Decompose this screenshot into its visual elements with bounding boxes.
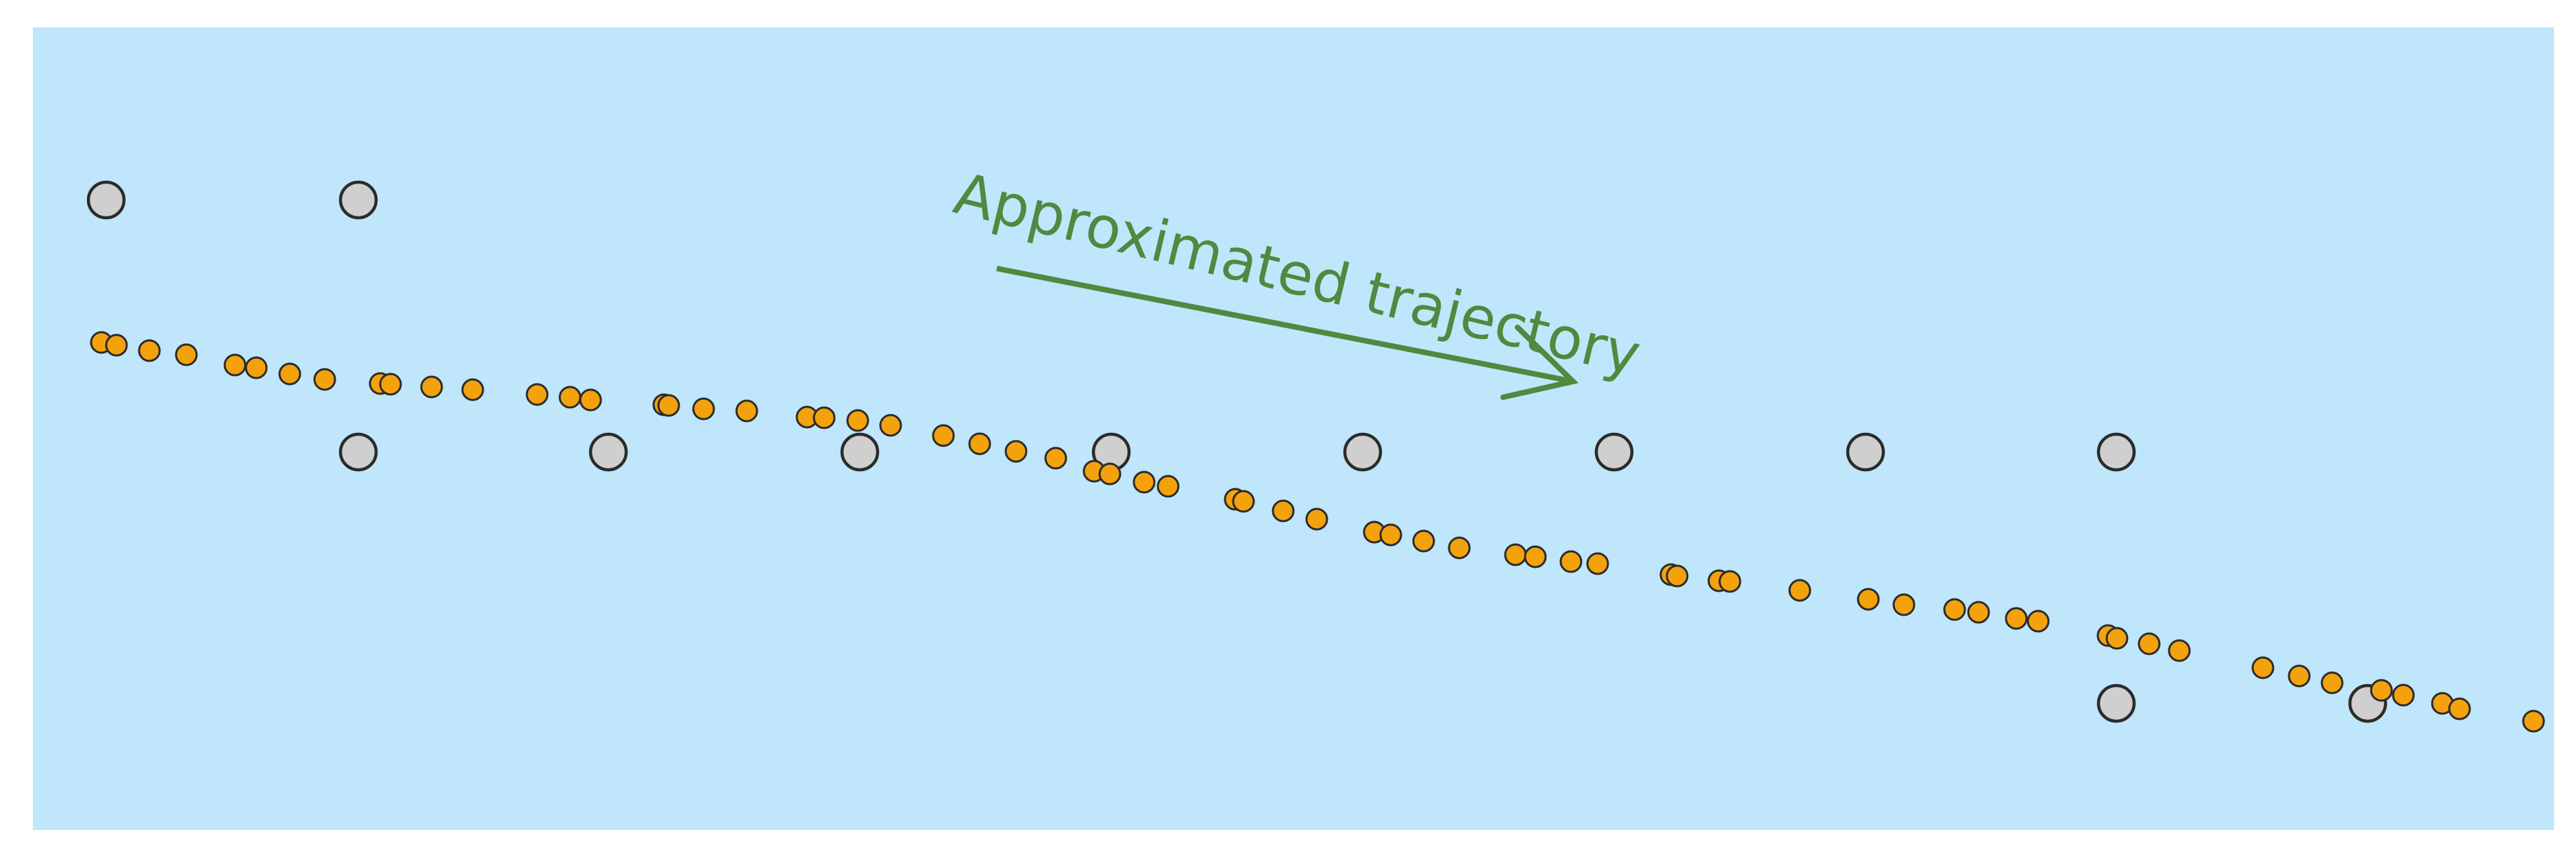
trajectory-point bbox=[420, 375, 443, 399]
grid-point bbox=[1343, 432, 1383, 472]
trajectory-point bbox=[1379, 523, 1402, 547]
trajectory-point bbox=[278, 362, 301, 386]
trajectory-point bbox=[223, 353, 247, 377]
trajectory-points bbox=[90, 331, 2545, 733]
trajectory-point bbox=[1044, 447, 1067, 470]
trajectory-point bbox=[2027, 610, 2050, 633]
grid-point bbox=[840, 432, 880, 472]
trajectory-point bbox=[1412, 529, 1435, 553]
trajectory-point bbox=[1665, 564, 1689, 588]
trajectory-point bbox=[461, 378, 484, 401]
trajectory-point bbox=[1504, 543, 1527, 566]
trajectory-point bbox=[2448, 697, 2471, 720]
trajectory-point bbox=[2522, 710, 2545, 733]
trajectory-point bbox=[1943, 598, 1966, 621]
trajectory-point bbox=[1132, 471, 1156, 494]
grid-point bbox=[2096, 432, 2136, 472]
trajectory-point bbox=[1232, 490, 1255, 513]
trajectory-point bbox=[657, 394, 680, 417]
trajectory-point bbox=[2370, 679, 2393, 702]
trajectory-point bbox=[1272, 499, 1295, 523]
trajectory-point bbox=[1892, 593, 1916, 616]
trajectory-point bbox=[2251, 656, 2275, 679]
trajectory-point bbox=[2105, 627, 2129, 650]
trajectory-point bbox=[1156, 475, 1180, 498]
background-panel bbox=[33, 27, 2554, 830]
trajectory-point bbox=[1857, 588, 1880, 611]
trajectory-point bbox=[245, 356, 268, 379]
trajectory-point bbox=[1524, 545, 1547, 568]
trajectory-point bbox=[1559, 550, 1583, 573]
trajectory-point bbox=[2320, 671, 2344, 694]
trajectory-point bbox=[2168, 639, 2191, 662]
trajectory-point bbox=[968, 432, 991, 455]
grid-points bbox=[86, 180, 2388, 723]
trajectory-arrow bbox=[996, 266, 1579, 400]
grid-point bbox=[1846, 432, 1885, 472]
trajectory-point bbox=[138, 339, 161, 362]
trajectory-point bbox=[2005, 607, 2028, 630]
trajectory-point bbox=[879, 414, 902, 437]
trajectory-point bbox=[1718, 570, 1742, 593]
trajectory-point bbox=[175, 343, 198, 366]
trajectory-point bbox=[813, 406, 836, 429]
trajectory-point bbox=[579, 388, 602, 412]
trajectory-point bbox=[1967, 601, 1990, 624]
trajectory-point bbox=[932, 424, 955, 447]
grid-point bbox=[338, 432, 378, 472]
grid-point bbox=[2096, 684, 2136, 723]
trajectory-point bbox=[105, 334, 128, 357]
trajectory-point bbox=[1305, 507, 1328, 531]
arrow-shaft bbox=[996, 266, 1574, 384]
trajectory-point bbox=[2138, 632, 2161, 655]
trajectory-point bbox=[1586, 552, 1609, 575]
trajectory-point bbox=[1448, 536, 1471, 560]
trajectory-point bbox=[2288, 664, 2311, 688]
trajectory-point bbox=[313, 368, 336, 391]
trajectory-point bbox=[846, 409, 869, 432]
trajectory-point bbox=[1788, 579, 1811, 602]
trajectory-point bbox=[2392, 684, 2415, 707]
grid-point bbox=[86, 180, 126, 220]
arrow-head bbox=[1500, 325, 1579, 400]
trajectory-point bbox=[1004, 440, 1028, 463]
grid-point bbox=[338, 180, 378, 220]
trajectory-point bbox=[692, 397, 715, 421]
trajectory-point bbox=[735, 399, 758, 423]
grid-point bbox=[1594, 432, 1634, 472]
grid-point bbox=[589, 432, 628, 472]
trajectory-point bbox=[379, 373, 402, 396]
trajectory-point bbox=[558, 386, 582, 409]
trajectory-point bbox=[1098, 462, 1122, 486]
trajectory-point bbox=[525, 383, 549, 406]
